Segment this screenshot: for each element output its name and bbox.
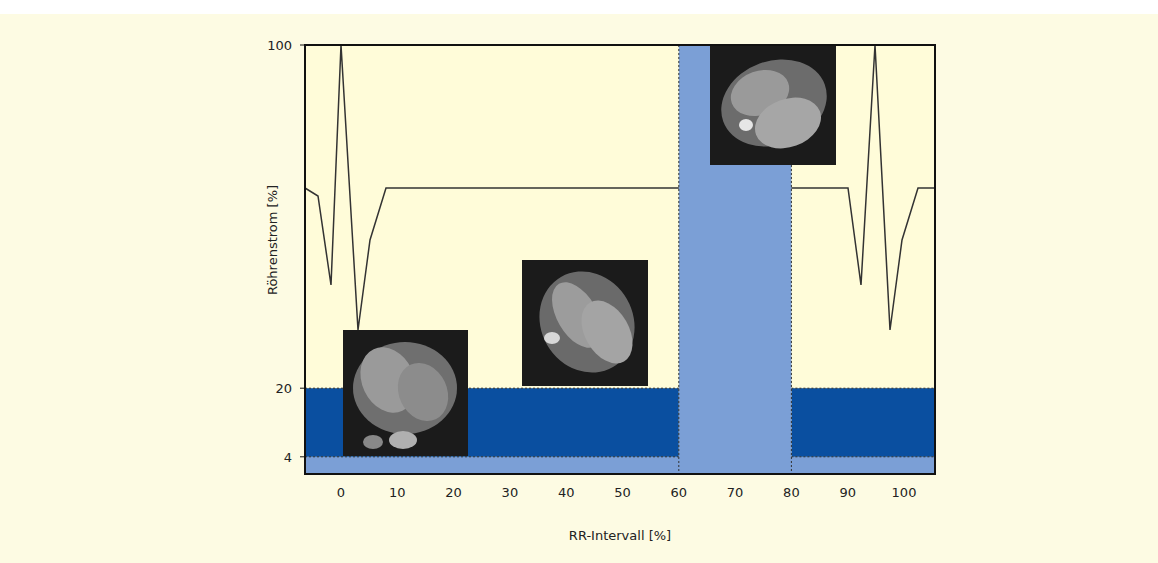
y-tick-label: 20 xyxy=(275,382,292,395)
y-tick-label: 4 xyxy=(284,450,292,463)
plot-area xyxy=(305,45,935,474)
x-tick-label: 30 xyxy=(502,486,519,499)
x-tick-label: 20 xyxy=(445,486,462,499)
dotted-edges xyxy=(305,45,935,474)
mr-image xyxy=(343,330,468,456)
y-axis-title: Röhrenstrom [%] xyxy=(266,185,279,295)
x-tick-label: 70 xyxy=(727,486,744,499)
tick-marks xyxy=(300,45,305,457)
min-current-band xyxy=(305,457,935,474)
x-tick-label: 0 xyxy=(337,486,345,499)
y-tick-label: 100 xyxy=(267,39,292,52)
x-tick-label: 60 xyxy=(671,486,688,499)
x-tick-label: 50 xyxy=(614,486,631,499)
mr-image xyxy=(709,45,839,165)
plot-frame xyxy=(305,45,935,474)
x-axis-title: RR-Intervall [%] xyxy=(569,529,671,542)
x-tick-label: 80 xyxy=(783,486,800,499)
reduced-current-band xyxy=(791,388,935,457)
mr-image xyxy=(521,254,653,390)
x-tick-label: 40 xyxy=(558,486,575,499)
x-tick-label: 90 xyxy=(839,486,856,499)
x-tick-label: 10 xyxy=(389,486,406,499)
x-tick-label: 100 xyxy=(892,486,917,499)
top-margin xyxy=(0,0,1158,14)
